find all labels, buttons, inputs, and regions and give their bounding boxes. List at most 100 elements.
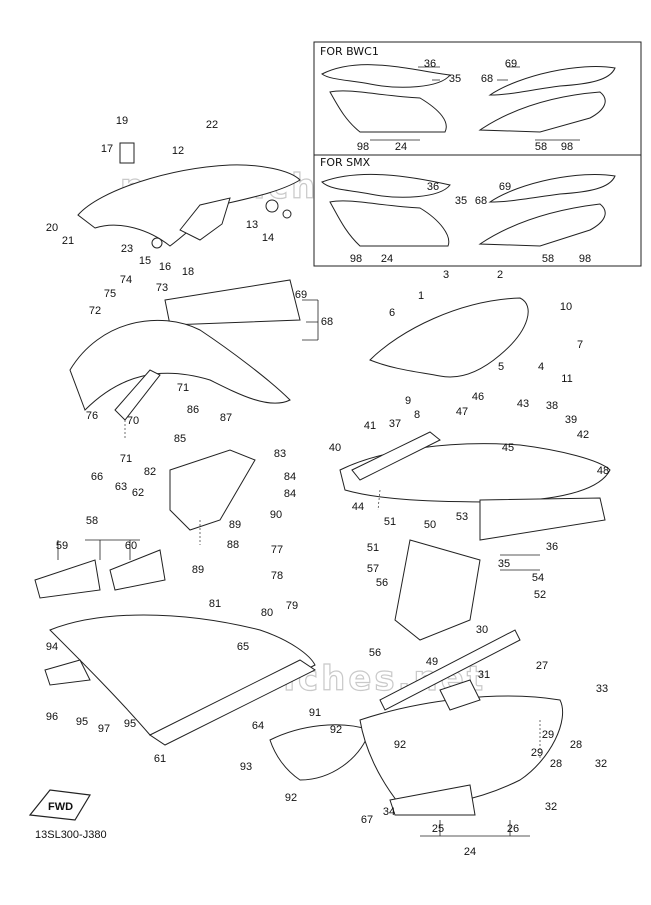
callout-10: 10 bbox=[560, 301, 572, 313]
callout-5: 5 bbox=[498, 361, 504, 373]
callout-41: 41 bbox=[364, 420, 376, 432]
variant-box-bwc1-title: FOR BWC1 bbox=[320, 45, 379, 58]
callout-40: 40 bbox=[329, 442, 341, 454]
side-cowl-right-group bbox=[339, 297, 611, 541]
callout-96: 96 bbox=[46, 711, 58, 723]
callout-15: 15 bbox=[139, 255, 151, 267]
callout-18: 18 bbox=[182, 266, 194, 278]
callout-31: 31 bbox=[478, 669, 490, 681]
callout-84: 84 bbox=[284, 471, 296, 483]
callout-29: 29 bbox=[531, 747, 543, 759]
box-callout-36: 36 bbox=[427, 181, 439, 193]
callout-94: 94 bbox=[46, 641, 58, 653]
callout-14: 14 bbox=[262, 232, 274, 244]
callout-54: 54 bbox=[532, 572, 544, 584]
callout-65: 65 bbox=[237, 641, 249, 653]
callout-67: 67 bbox=[361, 814, 373, 826]
callout-34: 34 bbox=[383, 806, 395, 818]
callout-69: 69 bbox=[295, 289, 307, 301]
callout-92: 92 bbox=[285, 792, 297, 804]
callout-16: 16 bbox=[159, 261, 171, 273]
callout-97: 97 bbox=[98, 723, 110, 735]
callout-19: 19 bbox=[116, 115, 128, 127]
box-callout-98: 98 bbox=[350, 253, 362, 265]
callout-89: 89 bbox=[229, 519, 241, 531]
callout-71: 71 bbox=[177, 382, 189, 394]
callout-74: 74 bbox=[120, 274, 132, 286]
callout-49: 49 bbox=[426, 656, 438, 668]
callout-61: 61 bbox=[154, 753, 166, 765]
box-callout-98: 98 bbox=[561, 141, 573, 153]
callout-32: 32 bbox=[595, 758, 607, 770]
variant-box-bwc1: FOR BWC1 bbox=[313, 41, 642, 163]
callout-53: 53 bbox=[456, 511, 468, 523]
callout-70: 70 bbox=[127, 415, 139, 427]
box-callout-69: 69 bbox=[499, 181, 511, 193]
box-callout-68: 68 bbox=[475, 195, 487, 207]
callout-63: 63 bbox=[115, 481, 127, 493]
callout-33: 33 bbox=[596, 683, 608, 695]
callout-6: 6 bbox=[389, 307, 395, 319]
fwd-arrow-icon: FWD bbox=[28, 789, 91, 821]
callout-64: 64 bbox=[252, 720, 264, 732]
callout-27: 27 bbox=[536, 660, 548, 672]
callout-75: 75 bbox=[104, 288, 116, 300]
lower-fairing-right-group bbox=[359, 629, 564, 816]
callout-66: 66 bbox=[91, 471, 103, 483]
callout-43: 43 bbox=[517, 398, 529, 410]
callout-60: 60 bbox=[125, 540, 137, 552]
callout-72: 72 bbox=[89, 305, 101, 317]
callout-86: 86 bbox=[187, 404, 199, 416]
callout-22: 22 bbox=[206, 119, 218, 131]
callout-79: 79 bbox=[286, 600, 298, 612]
callout-62: 62 bbox=[132, 487, 144, 499]
callout-46: 46 bbox=[472, 391, 484, 403]
callout-4: 4 bbox=[538, 361, 544, 373]
box-callout-98: 98 bbox=[357, 141, 369, 153]
lower-cover-center-group bbox=[269, 724, 371, 781]
callout-35: 35 bbox=[498, 558, 510, 570]
callout-73: 73 bbox=[156, 282, 168, 294]
callout-25: 25 bbox=[432, 823, 444, 835]
callout-30: 30 bbox=[476, 624, 488, 636]
callout-28: 28 bbox=[550, 758, 562, 770]
callout-88: 88 bbox=[227, 539, 239, 551]
callout-37: 37 bbox=[389, 418, 401, 430]
callout-36: 36 bbox=[546, 541, 558, 553]
box-callout-24: 24 bbox=[395, 141, 407, 153]
callout-9: 9 bbox=[405, 395, 411, 407]
callout-1: 1 bbox=[418, 290, 424, 302]
callout-59: 59 bbox=[56, 540, 68, 552]
callout-52: 52 bbox=[534, 589, 546, 601]
callout-24: 24 bbox=[464, 846, 476, 858]
callout-7: 7 bbox=[577, 339, 583, 351]
callout-92: 92 bbox=[330, 724, 342, 736]
callout-28: 28 bbox=[570, 739, 582, 751]
callout-11: 11 bbox=[561, 373, 572, 385]
callout-56: 56 bbox=[376, 577, 388, 589]
upper-panel-group bbox=[77, 142, 301, 249]
callout-82: 82 bbox=[144, 466, 156, 478]
box-callout-69: 69 bbox=[505, 58, 517, 70]
callout-8: 8 bbox=[414, 409, 420, 421]
callout-47: 47 bbox=[456, 406, 468, 418]
box-callout-35: 35 bbox=[455, 195, 467, 207]
callout-91: 91 bbox=[309, 707, 321, 719]
callout-42: 42 bbox=[577, 429, 589, 441]
variant-box-smx: FOR SMX bbox=[313, 154, 642, 267]
callout-3: 3 bbox=[443, 269, 449, 281]
box-callout-68: 68 bbox=[481, 73, 493, 85]
callout-81: 81 bbox=[209, 598, 221, 610]
callout-26: 26 bbox=[507, 823, 519, 835]
box-callout-58: 58 bbox=[542, 253, 554, 265]
center-bracket-group bbox=[169, 449, 481, 641]
callout-51: 51 bbox=[384, 516, 396, 528]
callout-45: 45 bbox=[502, 442, 514, 454]
callout-90: 90 bbox=[270, 509, 282, 521]
callout-56: 56 bbox=[369, 647, 381, 659]
callout-13: 13 bbox=[246, 219, 258, 231]
callout-83: 83 bbox=[274, 448, 286, 460]
callout-29: 29 bbox=[542, 729, 554, 741]
box-callout-35: 35 bbox=[449, 73, 461, 85]
